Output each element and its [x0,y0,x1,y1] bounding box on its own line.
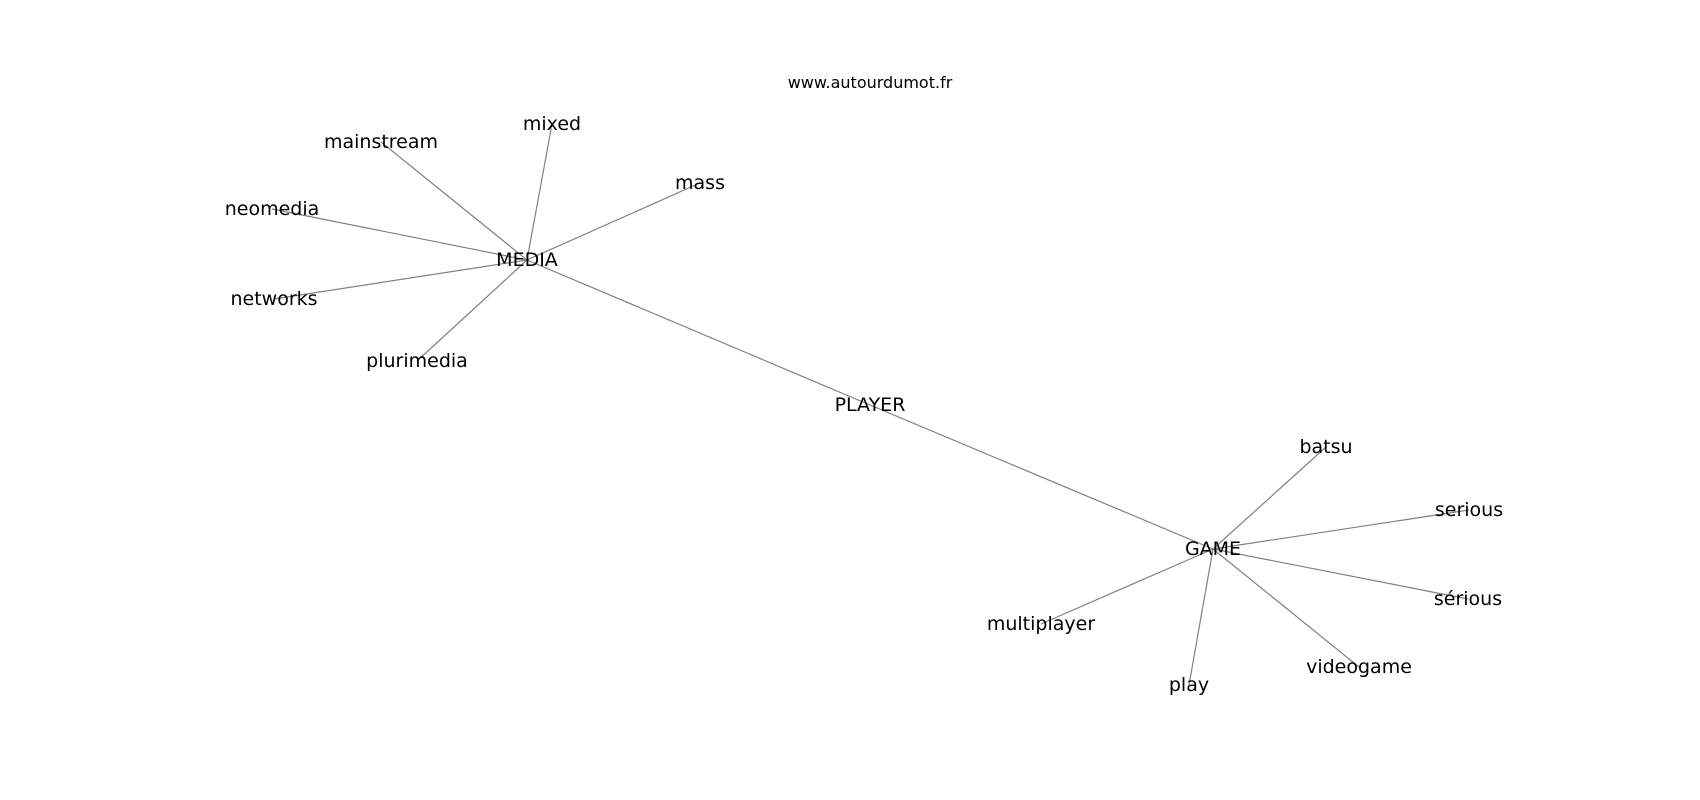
node-label-mass: mass [675,172,725,194]
node-label-plurimedia: plurimedia [366,350,468,372]
edge-game-multiplayer [1040,548,1214,625]
edge-media-mass [526,182,701,261]
edge-media-neomedia [271,208,528,261]
edge-game-videogame [1212,548,1360,668]
node-label-mixed: mixed [523,113,581,135]
edge-player-game [869,404,1214,550]
edge-media-player [526,259,871,406]
node-label-player: PLAYER [835,394,906,416]
source-website-label: www.autourdumot.fr [788,73,953,92]
edge-media-mixed [526,123,553,261]
edge-game-batsu [1212,446,1327,550]
node-label-neomedia: neomedia [225,198,320,220]
edge-game-play [1188,548,1214,686]
node-label-media: MEDIA [496,249,558,271]
edge-media-mainstream [380,141,528,261]
node-label-serious-accent: sérious [1434,588,1502,610]
node-label-videogame: videogame [1306,656,1412,678]
node-label-multiplayer: multiplayer [987,613,1095,635]
node-label-play: play [1169,674,1209,696]
node-label-serious: serious [1435,499,1503,521]
node-label-mainstream: mainstream [324,131,438,153]
edge-game-serious [1212,509,1470,550]
node-label-networks: networks [230,288,317,310]
nodes-layer: PLAYER MEDIA GAME mixed mainstream mass neomed… [225,113,1503,696]
edges-layer [271,123,1470,686]
node-label-game: GAME [1185,538,1241,560]
edge-media-plurimedia [416,259,528,362]
node-label-batsu: batsu [1299,436,1352,458]
edge-media-networks [273,259,528,300]
edge-game-serious-accent [1212,548,1469,600]
